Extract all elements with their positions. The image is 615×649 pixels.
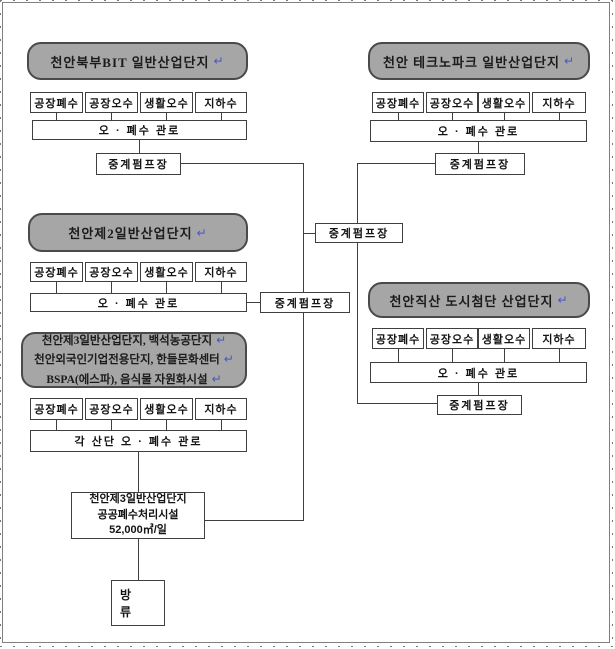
- unit-title: 천안제3일반산업단지, 백석농공단지↵ 천안외국인기업전용단지, 한들문화센터↵…: [21, 332, 247, 388]
- return-mark-icon: ↵: [196, 225, 208, 240]
- pipe-box: 오 · 폐수 관로: [30, 293, 247, 312]
- return-mark-icon: ↵: [216, 333, 227, 348]
- connector-line: [221, 113, 222, 120]
- unit-title-line: 천안외국인기업전용단지, 한들문화센터↵: [34, 350, 234, 369]
- source-box: 공장오수: [85, 92, 138, 113]
- connector-line: [504, 349, 505, 362]
- treatment-plant-line: 공공폐수처리시설: [97, 508, 179, 521]
- central-pump-box: 중계펌프장: [315, 223, 403, 243]
- source-box: 공장폐수: [372, 328, 424, 349]
- source-box: 공장오수: [426, 92, 478, 113]
- connector-line: [138, 539, 139, 580]
- connector-line: [166, 282, 167, 293]
- connector-line: [303, 163, 304, 521]
- connector-line: [398, 349, 399, 362]
- pump-box: 중계펌프장: [260, 292, 350, 313]
- source-box: 생활오수: [140, 262, 193, 282]
- treatment-plant-line: 52,000㎥/일: [109, 524, 167, 537]
- connector-line: [111, 282, 112, 293]
- connector-line: [559, 113, 560, 120]
- connector-line: [357, 163, 435, 164]
- unit-title-text: 천안직산 도시첨단 산업단지: [389, 293, 554, 309]
- connector-line: [56, 420, 57, 430]
- connector-line: [398, 113, 399, 120]
- connector-line: [478, 142, 479, 153]
- connector-line: [452, 349, 453, 362]
- pipe-box: 오 · 폐수 관로: [32, 120, 247, 140]
- unit-title: 천안북부BIT 일반산업단지 ↵: [27, 42, 248, 80]
- page-border-dotted-left: [0, 0, 1, 649]
- page-border-dotted-bottom: [0, 646, 615, 647]
- unit-title: 천안직산 도시첨단 산업단지 ↵: [368, 282, 590, 318]
- source-box: 공장오수: [85, 262, 138, 282]
- page-border-dotted-right: [612, 0, 613, 649]
- connector-line: [166, 113, 167, 120]
- connector-line: [247, 302, 260, 303]
- connector-line: [357, 163, 358, 404]
- treatment-plant-line: 천안제3일반산업단지: [89, 492, 187, 505]
- connector-line: [111, 113, 112, 120]
- connector-line: [221, 420, 222, 430]
- source-box: 생활오수: [140, 398, 193, 420]
- pump-box: 중계펌프장: [96, 153, 181, 175]
- pump-box: 중계펌프장: [437, 395, 522, 415]
- source-box: 지하수: [532, 92, 586, 113]
- pipe-box: 오 · 폐수 관로: [370, 362, 587, 383]
- unit-title: 천안 테크노파크 일반산업단지 ↵: [368, 42, 590, 80]
- connector-line: [138, 452, 139, 492]
- unit-title-text: 천안제3일반산업단지, 백석농공단지: [41, 335, 213, 348]
- page-border-dotted-top: [0, 0, 615, 1]
- unit-title-text: BSPA(에스파), 음식물 자원화시설: [46, 373, 208, 386]
- unit-title-text: 천안 테크노파크 일반산업단지: [382, 54, 560, 70]
- source-box: 공장폐수: [372, 92, 424, 113]
- connector-line: [181, 163, 304, 164]
- connector-line: [478, 383, 479, 395]
- unit-title-line: BSPA(에스파), 음식물 자원화시설↵: [46, 370, 221, 389]
- connector-line: [139, 140, 140, 153]
- pipe-box: 오 · 폐수 관로: [370, 120, 587, 142]
- connector-line: [504, 113, 505, 120]
- source-box: 지하수: [195, 92, 247, 113]
- connector-line: [559, 349, 560, 362]
- connector-line: [166, 420, 167, 430]
- source-box: 생활오수: [478, 328, 530, 349]
- unit-title-text: 천안제2일반산업단지: [68, 226, 193, 241]
- unit-title-line: 천안제3일반산업단지, 백석농공단지↵: [42, 331, 226, 350]
- return-mark-icon: ↵: [563, 54, 576, 68]
- source-box: 생활오수: [140, 92, 193, 113]
- pipe-box: 각 산단 오 · 폐수 관로: [30, 430, 247, 452]
- page-border-solid: [2, 2, 610, 643]
- connector-line: [452, 113, 453, 120]
- source-box: 공장폐수: [30, 398, 83, 420]
- source-box: 공장폐수: [30, 262, 83, 282]
- connector-line: [111, 420, 112, 430]
- treatment-plant-box: 천안제3일반산업단지 공공폐수처리시설 52,000㎥/일: [71, 492, 205, 539]
- source-box: 공장오수: [426, 328, 478, 349]
- connector-line: [56, 282, 57, 293]
- return-mark-icon: ↵: [223, 352, 234, 367]
- unit-title: 천안제2일반산업단지 ↵: [28, 213, 248, 252]
- connector-line: [303, 233, 316, 234]
- source-box: 지하수: [195, 398, 247, 420]
- connector-line: [221, 282, 222, 293]
- source-box: 공장폐수: [30, 92, 83, 113]
- connector-line: [205, 520, 304, 521]
- discharge-box: 방 류: [111, 580, 165, 626]
- connector-line: [56, 113, 57, 120]
- return-mark-icon: ↵: [213, 54, 225, 68]
- return-mark-icon: ↵: [211, 371, 222, 386]
- return-mark-icon: ↵: [557, 293, 569, 307]
- unit-title-text: 천안북부BIT 일반산업단지: [50, 54, 210, 70]
- connector-line: [357, 403, 437, 404]
- source-box: 지하수: [532, 328, 586, 349]
- source-box: 생활오수: [478, 92, 530, 113]
- source-box: 지하수: [195, 262, 247, 282]
- source-box: 공장오수: [85, 398, 138, 420]
- unit-title-text: 천안외국인기업전용단지, 한들문화센터: [34, 354, 220, 367]
- pump-box: 중계펌프장: [435, 153, 525, 175]
